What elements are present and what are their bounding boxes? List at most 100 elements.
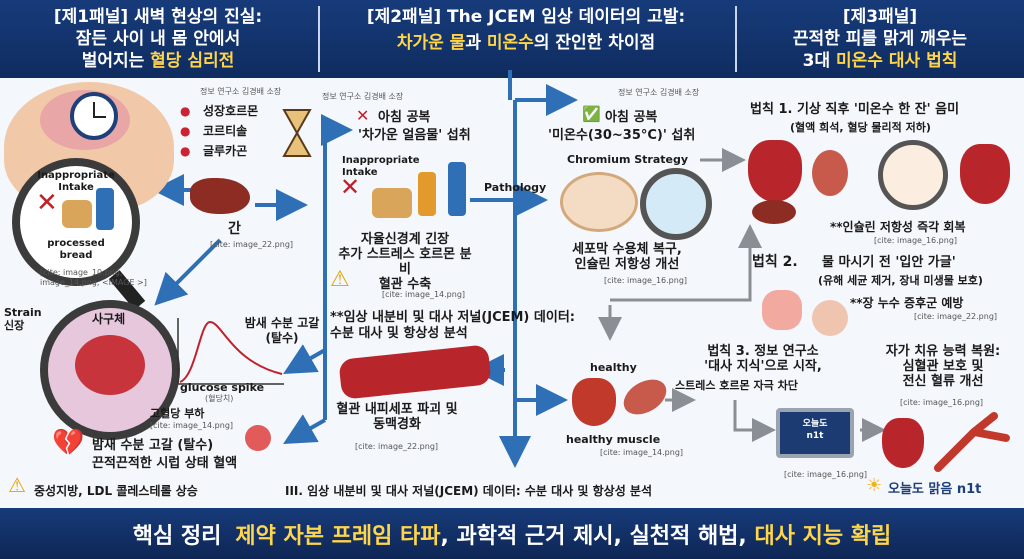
bread-icon — [62, 200, 92, 228]
inappropriate-intake-label-2: Inappropriate Intake — [342, 155, 420, 178]
header-banner: [제1패널] 새벽 현상의 진실: 잠든 사이 내 몸 안에서 벌어지는 혈당 … — [0, 0, 1024, 78]
hormone-cortisol: 코르티솔 — [203, 124, 248, 138]
panel1-header: [제1패널] 새벽 현상의 진실: 잠든 사이 내 몸 안에서 벌어지는 혈당 … — [8, 6, 308, 72]
rule1-sub: (혈액 희석, 혈당 물리적 저하) — [790, 121, 931, 134]
panel3-title: [제3패널] — [842, 7, 918, 27]
warning-icon: ⚠ — [8, 473, 26, 497]
hormone-growth: 성장호르몬 — [203, 104, 259, 118]
pathology-label: Pathology — [484, 181, 547, 194]
muscle-illustration — [812, 150, 848, 196]
hormone-icon: ● — [180, 144, 191, 158]
glucose-spike-sub: (혈당치) — [205, 394, 234, 403]
hormone-icon: ● — [180, 104, 191, 118]
heart-illustration — [882, 418, 924, 468]
leaky-cite: [cite: image_22.png] — [914, 312, 998, 321]
bottle-icon — [418, 172, 436, 216]
inappropriate-intake-label: Inappropriate Intake — [37, 170, 115, 193]
cross-icon: ✕ — [340, 173, 361, 201]
heart-illustration — [748, 140, 802, 202]
syrup-blood-line: 끈적끈적한 시럽 상태 혈액 — [92, 456, 238, 471]
header-divider — [318, 6, 320, 72]
brand-logo: 오늘도 맑음 n1t — [888, 482, 982, 497]
clock-icon — [70, 92, 118, 140]
hourglass-icon — [282, 109, 312, 157]
cell-illustration — [560, 172, 638, 232]
vessel-damage: 혈관 내피세포 파괴 및 동맥경화 — [336, 402, 458, 432]
heart-illustration — [572, 378, 616, 426]
leaky-gut-prevention: **장 누수 증후군 예방 — [850, 296, 964, 310]
insulin-cite: [cite: image_16.png] — [874, 236, 958, 245]
glomerulus-illustration — [75, 335, 145, 395]
rule3-sub: 스트레스 호르몬 자극 차단 — [675, 379, 798, 392]
cold-title: 아침 공복 — [378, 110, 431, 125]
panel2-bottom-note: III. 임상 내분비 및 대사 저널(JCEM) 데이터: 수분 대사 및 항… — [285, 484, 653, 498]
magnifier-cell — [640, 168, 712, 240]
magnifier-cells — [878, 140, 948, 210]
footer-line: 제약 자본 프레임 타파, 과학적 근거 제시, 실천적 해법, 대사 지능 확… — [235, 523, 892, 549]
vessel-cite: [cite: image_22.png] — [355, 442, 439, 451]
bottle-icon — [96, 188, 114, 230]
check-icon: ✅ — [582, 105, 601, 123]
lipid-warning: 중성지방, LDL 콜레스테롤 상승 — [34, 484, 198, 498]
warm-title: 아침 공복 — [605, 110, 658, 125]
panel3-credit: 정보 연구소 김경배 소장 — [618, 88, 700, 97]
overload-label: 고혈당 부하 — [150, 407, 205, 420]
muscle-cite: [cite: image_14.png] — [600, 448, 684, 457]
glomerulus-label: 사구체 — [92, 312, 126, 326]
footer-core-label: 핵심 정리 — [132, 523, 222, 549]
panel1-title: [제1패널] 새벽 현상의 진실: — [53, 7, 263, 27]
monitor-logo-text: 오늘도 n1t — [802, 419, 828, 441]
panel1-line3: 벌어지는 혈당 심리전 — [81, 51, 235, 71]
mouth-illustration — [812, 300, 848, 336]
panel2-title: [제2패널] The JCEM 임상 데이터의 고발: — [366, 7, 686, 27]
glucose-spike-label: glucose spike — [180, 381, 265, 394]
liver-label: 간 — [228, 221, 241, 237]
healthy-muscle-label: healthy muscle — [566, 433, 661, 446]
panel2-credit: 정보 연구소 김경배 소장 — [322, 92, 404, 101]
strain-label: Strain 신장 — [4, 306, 42, 332]
processed-bread-label: processed bread — [47, 238, 105, 261]
panel2-subtitle: 차가운 물과 미온수의 잔인한 차이점 — [396, 33, 656, 53]
healthy-label: healthy — [590, 361, 637, 374]
dehydration-line: 밤새 수분 고갈 (탈수) — [92, 438, 214, 453]
stress-cite: [cite: image_14.png] — [382, 290, 466, 299]
cell-cite: [cite: image_16.png] — [604, 276, 688, 285]
cross-icon: ✕ — [356, 106, 370, 125]
panel1-cite-intake: [cite: image_10.png, image_14.png, <IMAG… — [40, 268, 147, 287]
liver-illustration — [752, 200, 796, 224]
panel3-line3: 3대 미온수 대사 법칙 — [802, 51, 958, 71]
stress-effect: 자율신경계 긴장 추가 스트레스 호르몬 분비 혈관 수축 — [338, 232, 472, 292]
blood-vessel-illustration — [934, 412, 1010, 472]
panel3-line2: 끈적한 피를 맑게 깨우는 — [792, 29, 968, 49]
hormone-icon: ● — [180, 124, 191, 138]
rule2-sub: (유해 세균 제거, 장내 미생물 보호) — [818, 274, 983, 287]
chromium-label: Chromium Strategy — [567, 153, 689, 166]
monitor-icon: 오늘도 n1t — [776, 408, 854, 458]
dehydration-label: 밤새 수분 고갈 (탈수) — [244, 316, 320, 345]
monitor-cite: [cite: image_16.png] — [784, 470, 868, 479]
hormone-glucagon: 글루카곤 — [203, 144, 248, 158]
healing-restore: 자가 치유 능력 복원: 심혈관 보호 및 전신 혈류 개선 — [885, 344, 1001, 389]
warning-icon: ⚠ — [330, 267, 350, 292]
panel3-header: [제3패널] 끈적한 피를 맑게 깨우는 3대 미온수 대사 법칙 — [745, 6, 1015, 72]
cold-subtitle: '차가운 얼음물' 섭취 — [358, 128, 471, 143]
heart-illustration — [960, 144, 1010, 204]
insulin-recovery: **인슐린 저항성 즉각 회복 — [830, 220, 966, 234]
cell-effect: 세포막 수용체 복구, 인슐린 저항성 개선 — [572, 242, 682, 272]
liver-illustration — [190, 178, 250, 214]
kidney-cite: [cite: image_14.png] — [150, 421, 234, 430]
warm-subtitle: '미온수(30~35°C)' 섭취 — [548, 128, 696, 143]
panel2-header: [제2패널] The JCEM 임상 데이터의 고발: 차가운 물과 미온수의 … — [326, 6, 726, 54]
virus-icon — [245, 425, 271, 451]
rule1-title: 법칙 1. 기상 직후 '미온수 한 잔' 음미 — [750, 102, 960, 117]
bottle-icon — [448, 162, 466, 216]
footer-summary: 핵심 정리 제약 자본 프레임 타파, 과학적 근거 제시, 실천적 해법, 대… — [0, 508, 1024, 559]
sun-icon: ☀ — [866, 475, 883, 496]
bread-icon — [372, 188, 412, 218]
rule2-prefix: 법칙 2. — [752, 254, 798, 270]
broken-heart-icon: 💔 — [52, 428, 85, 458]
header-divider — [735, 6, 737, 72]
glucose-spike-chart — [177, 318, 284, 385]
magnifier-intake — [12, 158, 140, 286]
